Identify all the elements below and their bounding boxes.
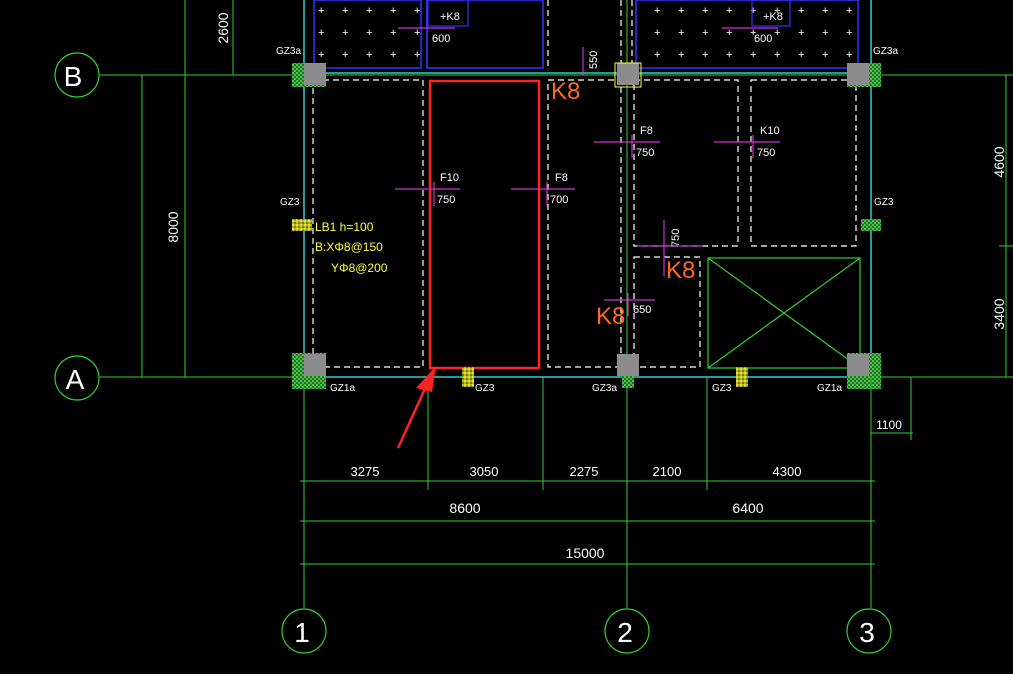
dim-bottom-2275: 2275 (570, 464, 599, 479)
right-dimensions (870, 74, 1013, 440)
beam-f10-label: F10 (440, 172, 459, 184)
column-gz3-right (861, 219, 881, 231)
axis-label-A: A (66, 364, 85, 395)
label-gz3-right: GZ3 (874, 197, 894, 208)
dim-offset-1100: 1100 (876, 418, 902, 432)
red-arrow (396, 366, 436, 449)
label-gz1a-bottom-right: GZ1a (817, 383, 842, 394)
beam-k8-top2-label: +K8 (763, 11, 783, 23)
beam-k8-top-size: 600 (432, 33, 450, 45)
k8-mark-3: K8 (596, 303, 625, 330)
label-gz3a-bottom-center: GZ3a (592, 383, 617, 394)
label-gz3a-top-left: GZ3a (276, 46, 301, 57)
axis-bubble-B (54, 52, 100, 98)
beam-v750: 750 (670, 229, 682, 247)
column-gz3-bottom-mid (462, 367, 474, 387)
highlighted-slab-region[interactable] (428, 79, 541, 370)
beam-k10-size: 750 (757, 147, 775, 159)
dim-right-4600: 4600 (991, 146, 1007, 177)
walls (303, 0, 872, 378)
beam-annotations (395, 27, 780, 316)
axis-label-2: 2 (617, 617, 633, 648)
dim-right-3400: 3400 (991, 298, 1007, 329)
beam-k8-top-label: +K8 (440, 11, 460, 23)
axis-bubbles (54, 52, 892, 654)
slab-note-line2: B:XΦ8@150 (315, 240, 383, 254)
dim-bottom-3050: 3050 (470, 464, 499, 479)
slab-note-line1: LB1 h=100 (315, 220, 374, 234)
dim-left-8000: 8000 (165, 211, 181, 242)
dim-bottom-2100: 2100 (653, 464, 682, 479)
beam-f10-size: 750 (437, 194, 455, 206)
beam-k10-label: K10 (760, 125, 780, 137)
left-dimensions (141, 0, 240, 378)
axis-label-B: B (64, 61, 83, 92)
beam-h650: 650 (633, 304, 651, 316)
label-gz3-left: GZ3 (280, 197, 300, 208)
dim-bottom-15000: 15000 (566, 545, 605, 561)
column-gz3-bottom-right (736, 367, 748, 387)
beam-v550: 550 (588, 51, 600, 69)
k8-mark-1: K8 (551, 78, 580, 105)
axis-bubble-1 (281, 608, 327, 654)
dim-bottom-4300: 4300 (773, 464, 802, 479)
axis-bubble-3 (846, 608, 892, 654)
columns (292, 62, 881, 389)
top-hatched-rooms (313, 0, 859, 69)
label-gz3-bottom-right: GZ3 (712, 383, 732, 394)
label-gz1a-bottom-left: GZ1a (330, 383, 355, 394)
axis-label-3: 3 (859, 617, 875, 648)
dim-bottom-3275: 3275 (351, 464, 380, 479)
column-top-center (617, 63, 639, 85)
column-gz3-left (292, 219, 312, 231)
dim-bottom-8600: 8600 (449, 500, 480, 516)
beam-f8-right-label: F8 (640, 125, 653, 137)
beam-f8-left-label: F8 (555, 172, 568, 184)
beam-f8-right-size: 750 (636, 147, 654, 159)
axis-bubble-A (54, 355, 100, 401)
axis-bubble-2 (604, 608, 650, 654)
dim-left-2600: 2600 (215, 12, 231, 43)
slab-note-line3: YΦ8@200 (331, 261, 388, 275)
slab-note: LB1 h=100 B:XΦ8@150 YΦ8@200 (315, 220, 388, 275)
beam-f8-left-size: 700 (550, 194, 568, 206)
label-gz3a-top-right: GZ3a (873, 46, 898, 57)
label-gz3-bottom-mid: GZ3 (475, 383, 495, 394)
beam-k8-top2-size: 600 (754, 33, 772, 45)
axis-label-1: 1 (294, 617, 310, 648)
dim-bottom-6400: 6400 (732, 500, 763, 516)
shaft-opening (707, 257, 861, 369)
k8-mark-2: K8 (666, 257, 695, 284)
bottom-dimensions (300, 474, 875, 570)
